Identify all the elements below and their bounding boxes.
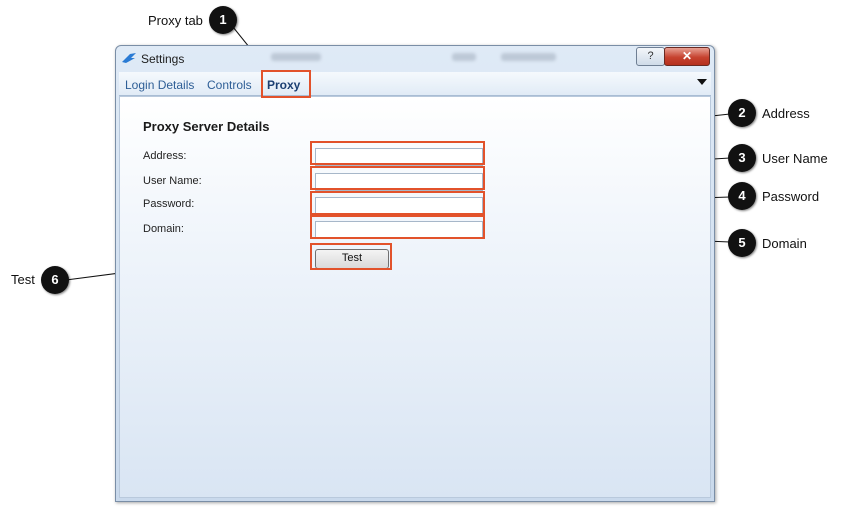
callout-label-user-name: User Name xyxy=(762,151,828,166)
blurred-background-text xyxy=(501,53,556,61)
settings-window: Settings ? ✕ Login Details Controls Prox… xyxy=(115,45,715,502)
tab-login-details[interactable]: Login Details xyxy=(125,78,195,92)
proxy-panel: Proxy Server Details Address: User Name:… xyxy=(119,96,711,498)
test-button[interactable]: Test xyxy=(315,249,389,269)
blurred-background-text xyxy=(271,53,321,61)
callout-marker-4: 4 xyxy=(728,182,756,210)
tab-bar: Login Details Controls Proxy xyxy=(119,72,711,96)
callout-marker-1: 1 xyxy=(209,6,237,34)
callout-label-proxy-tab: Proxy tab xyxy=(148,13,203,28)
tab-controls[interactable]: Controls xyxy=(207,78,252,92)
callout-marker-3: 3 xyxy=(728,144,756,172)
close-button[interactable]: ✕ xyxy=(664,47,710,66)
domain-label: Domain: xyxy=(143,223,184,235)
callout-label-domain: Domain xyxy=(762,236,807,251)
help-button[interactable]: ? xyxy=(636,47,665,66)
address-label: Address: xyxy=(143,150,187,162)
app-icon xyxy=(122,53,136,63)
callout-marker-5: 5 xyxy=(728,229,756,257)
blurred-background-text xyxy=(452,53,476,61)
password-label: Password: xyxy=(143,198,195,210)
title-bar: Settings ? ✕ xyxy=(116,46,714,70)
domain-input[interactable] xyxy=(315,221,483,239)
callout-marker-2: 2 xyxy=(728,99,756,127)
callout-label-test: Test xyxy=(11,272,35,287)
help-icon: ? xyxy=(647,50,654,62)
callout-label-password: Password xyxy=(762,189,820,204)
password-input[interactable] xyxy=(315,197,483,215)
callout-label-address: Address xyxy=(762,106,810,121)
user-name-label: User Name: xyxy=(143,175,202,187)
address-input[interactable] xyxy=(315,148,483,166)
user-name-input[interactable] xyxy=(315,173,483,191)
callout-marker-6: 6 xyxy=(41,266,69,294)
close-icon: ✕ xyxy=(681,49,693,63)
section-title: Proxy Server Details xyxy=(143,119,270,134)
tab-menu-chevron-icon[interactable] xyxy=(697,79,707,85)
tab-proxy[interactable]: Proxy xyxy=(267,78,301,92)
window-title: Settings xyxy=(141,52,185,66)
